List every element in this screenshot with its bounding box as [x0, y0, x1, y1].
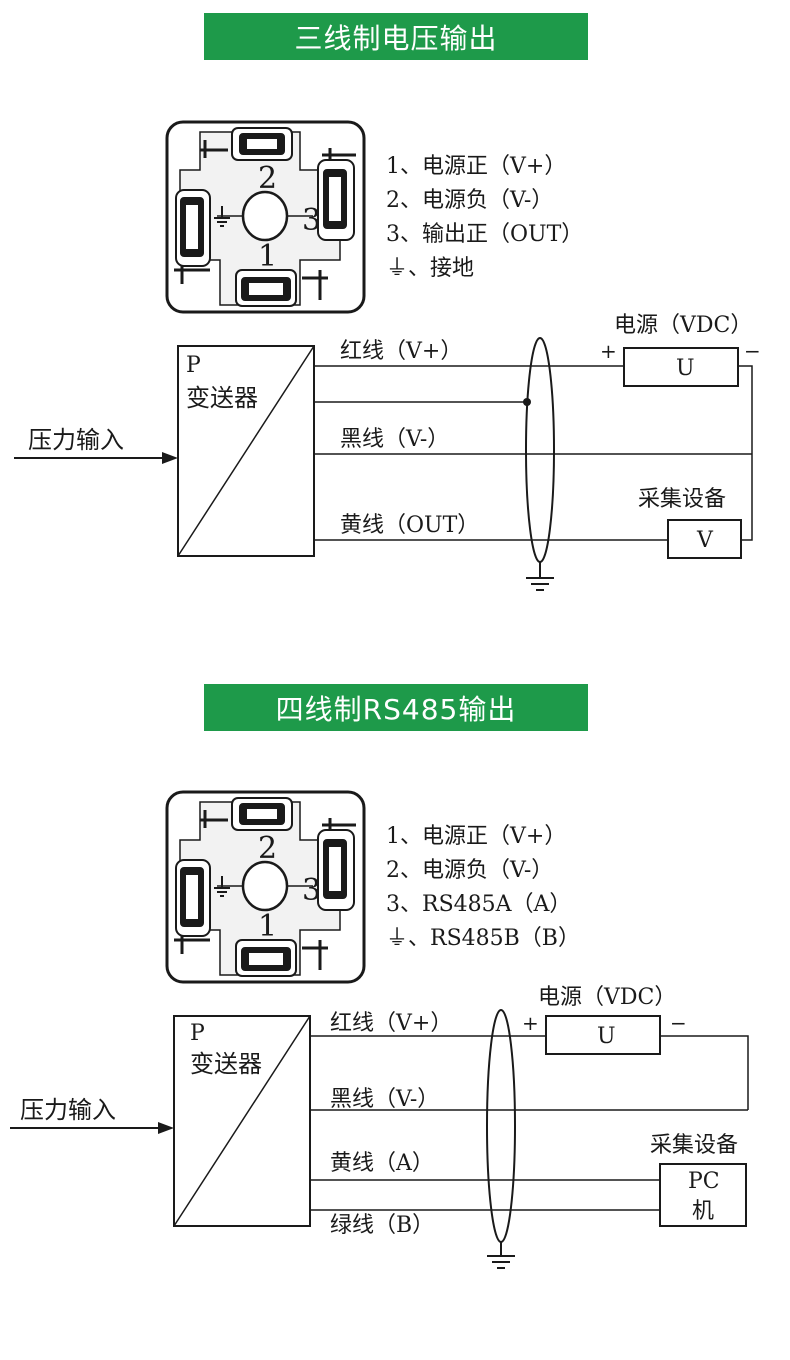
input-arrow-head-icon [162, 452, 178, 464]
pin-3-label: 3 [302, 203, 321, 238]
legend-num: 3、 [386, 222, 422, 247]
legend-row: 3、输出正（OUT） [386, 218, 583, 252]
legend-num: ⏚、 [386, 256, 431, 281]
acquisition-device-box-label: V [696, 528, 714, 553]
power-supply-box-label: U [597, 1024, 616, 1049]
red-wire-label: 红线（V+） [330, 1011, 452, 1036]
pc-box [659, 1163, 747, 1227]
pin-1-label: 1 [258, 239, 277, 274]
transmitter-name-label: 变送器 [190, 1050, 262, 1078]
black-wire-label: 黑线（V-） [330, 1087, 439, 1112]
legend-text: RS485A（A） [422, 892, 572, 917]
legend-row: ⏚、RS485B（B） [386, 922, 580, 956]
legend-num: ⏚、 [386, 926, 431, 951]
cable-shield [486, 1009, 516, 1243]
return-wire [660, 1035, 749, 1110]
power-minus-label: − [670, 1011, 687, 1035]
acquisition-device-label: 采集设备 [650, 1133, 738, 1158]
section-title-voltage: 三线制电压输出 [204, 13, 588, 60]
power-supply-box-label: U [676, 356, 695, 381]
legend-row: ⏚、接地 [386, 252, 583, 286]
legend-row: 2、电源负（V-） [386, 854, 580, 888]
connector-plug-icon [165, 790, 366, 984]
yellow-wire-label: 黄线（OUT） [340, 513, 479, 538]
ground-symbol-icon [526, 562, 554, 591]
power-supply-label: 电源（VDC） [614, 313, 752, 338]
legend-text: 电源负（V-） [422, 858, 554, 883]
pressure-input-label: 压力输入 [28, 426, 124, 454]
power-supply-box [623, 347, 739, 387]
acquisition-device-box [667, 519, 742, 559]
input-arrow-head-icon [158, 1122, 174, 1134]
transmitter-p-label: P [186, 353, 201, 378]
pin-2-label: 2 [258, 161, 277, 196]
pin-legend: 1、电源正（V+） 2、电源负（V-） 3、RS485A（A） ⏚、RS485B… [386, 820, 580, 956]
power-minus-label: − [744, 339, 761, 363]
section-title-rs485: 四线制RS485输出 [204, 684, 588, 731]
green-wire-label: 绿线（B） [330, 1213, 434, 1238]
legend-num: 3、 [386, 892, 422, 917]
wiring-diagram-rs485: 2 3 1 P 变送器 压力输入 红线（V+） 黑线（V-） 黄线（A） 绿线（… [10, 790, 749, 1269]
legend-text: 接地 [430, 256, 475, 281]
wiring-diagram-voltage: 2 3 1 P 变送器 压力输入 红线（V+） 黑线（V-） 黄线（OUT） [14, 120, 761, 591]
legend-num: 2、 [386, 188, 422, 213]
pin-legend: 1、电源正（V+） 2、电源负（V-） 3、输出正（OUT） ⏚、接地 [386, 150, 583, 286]
pc-box-label-line2: 机 [692, 1199, 714, 1224]
four-wire-diagram: 2 3 1 P 变送器 压力输入 红线（V+） 黑线（V-） 黄线（A） 绿线（… [0, 780, 790, 1280]
legend-text: 电源负（V-） [422, 188, 554, 213]
yellow-wire-label: 黄线（A） [330, 1151, 434, 1176]
power-supply-label: 电源（VDC） [538, 985, 676, 1010]
pin-1-label: 1 [258, 909, 277, 944]
legend-num: 1、 [386, 824, 422, 849]
transmitter-box [177, 345, 315, 557]
power-plus-label: + [600, 339, 617, 363]
legend-num: 2、 [386, 858, 422, 883]
legend-num: 1、 [386, 154, 422, 179]
legend-row: 2、电源负（V-） [386, 184, 583, 218]
black-wire-label: 黑线（V-） [340, 427, 449, 452]
legend-text: RS485B（B） [430, 926, 580, 951]
cable-shield [525, 337, 555, 563]
pressure-input-label: 压力输入 [20, 1096, 116, 1124]
legend-row: 1、电源正（V+） [386, 150, 583, 184]
power-plus-label: + [522, 1011, 539, 1035]
transmitter-p-label: P [190, 1021, 205, 1046]
three-wire-diagram: 2 3 1 P 变送器 压力输入 红线（V+） 黑线（V-） 黄线（OUT） [0, 110, 790, 610]
return-wire [738, 365, 753, 541]
legend-text: 电源正（V+） [422, 154, 567, 179]
transmitter-box [173, 1015, 311, 1227]
legend-row: 1、电源正（V+） [386, 820, 580, 854]
pc-box-label-line1: PC [688, 1169, 720, 1194]
transmitter-name-label: 变送器 [186, 384, 258, 412]
connector-plug-icon [165, 120, 366, 314]
red-wire-label: 红线（V+） [340, 339, 462, 364]
pin-2-label: 2 [258, 831, 277, 866]
legend-text: 输出正（OUT） [422, 222, 584, 247]
ground-symbol-icon [487, 1242, 515, 1269]
pin-3-label: 3 [302, 873, 321, 908]
acquisition-device-label: 采集设备 [638, 487, 726, 512]
legend-row: 3、RS485A（A） [386, 888, 580, 922]
power-supply-box [545, 1015, 661, 1055]
legend-text: 电源正（V+） [422, 824, 567, 849]
